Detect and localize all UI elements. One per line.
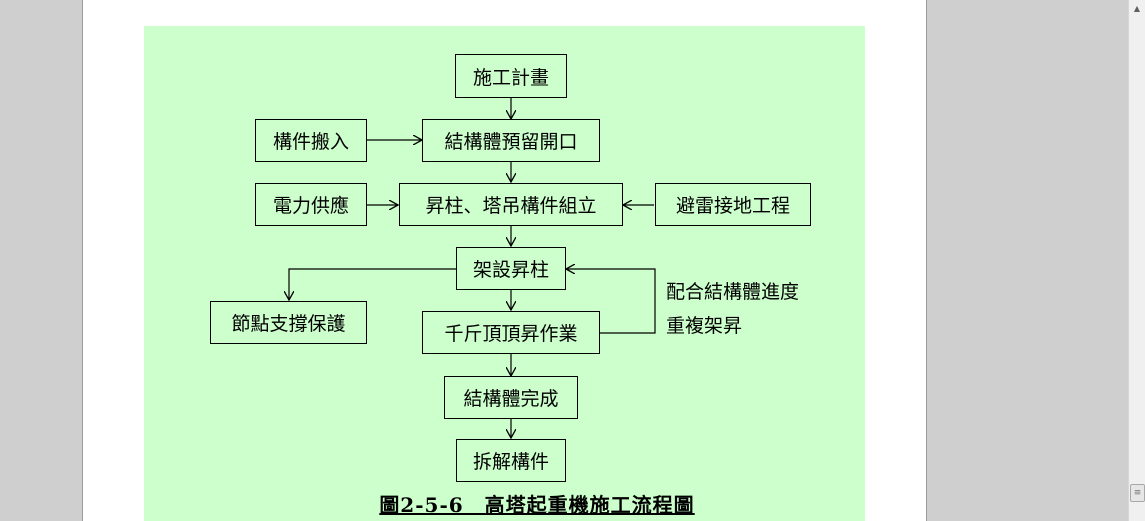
scroll-up-icon[interactable]: ▲ — [1133, 4, 1141, 13]
node-joint-support: 節點支撐保護 — [210, 301, 367, 344]
loop-note-line1: 配合結構體進度 — [666, 281, 800, 303]
node-lightning-grounding: 避雷接地工程 — [655, 183, 811, 226]
node-construction-plan: 施工計畫 — [455, 54, 567, 98]
arrow-erect-to-support — [289, 268, 456, 300]
node-structure-complete: 結構體完成 — [444, 376, 578, 419]
scroll-thumb-icon[interactable]: ≡ — [1130, 484, 1145, 502]
loop-note-line2: 重複架昇 — [666, 315, 743, 337]
node-power-supply: 電力供應 — [255, 183, 367, 226]
node-jack-lift: 千斤頂頂昇作業 — [422, 311, 600, 354]
node-erect-mast: 架設昇柱 — [456, 247, 566, 290]
node-reserve-opening: 結構體預留開口 — [422, 119, 600, 162]
figure-caption: 圖2-5-6 高塔起重機施工流程圖 — [379, 493, 695, 517]
node-components-in: 構件搬入 — [255, 119, 367, 162]
arrow-jack-loop-back — [566, 269, 656, 334]
vertical-scrollbar[interactable]: ▲ ≡ — [1128, 0, 1145, 521]
node-mast-crane-assembly: 昇柱、塔吊構件組立 — [399, 183, 623, 226]
node-dismantle: 拆解構件 — [456, 439, 566, 482]
